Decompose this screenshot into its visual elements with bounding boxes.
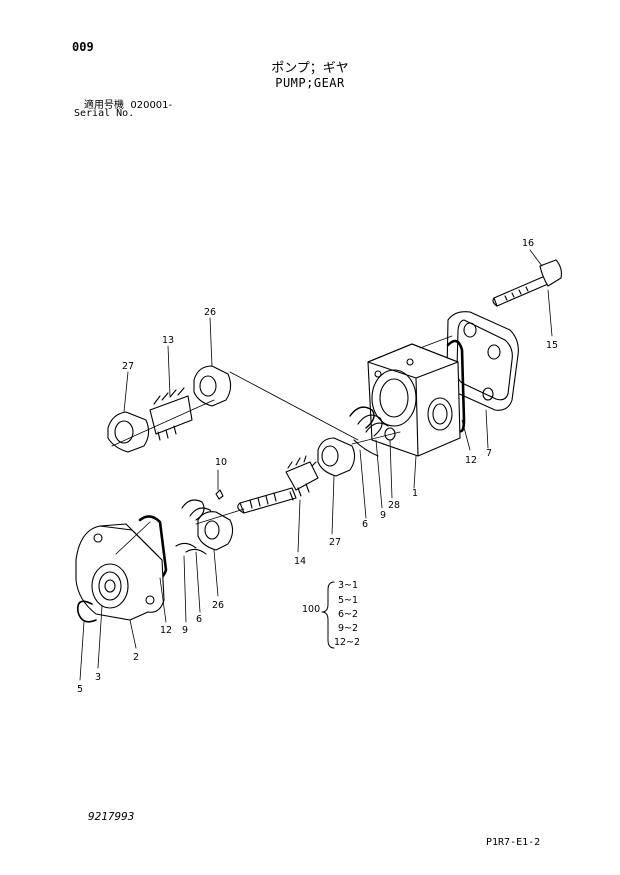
callout-15: 15 (546, 340, 559, 351)
bushing-left[interactable] (197, 511, 234, 551)
pin-part[interactable] (215, 489, 224, 500)
assembly-lines (111, 335, 453, 555)
callout-27-upper: 27 (122, 361, 135, 372)
page-title-japanese: ポンプ；ギヤ (271, 61, 349, 76)
callout-9-left: 9 (182, 625, 189, 636)
callout-12-rear: 12 (465, 455, 478, 466)
callout-9-right: 9 (380, 510, 387, 521)
serial-label-japanese: 適用号機 020001- (84, 96, 172, 111)
bushing-right[interactable] (317, 437, 356, 477)
kit-number: 100 (302, 604, 321, 615)
callout-26-lower: 26 (212, 600, 225, 611)
callout-16: 16 (522, 238, 535, 249)
callout-5: 5 (77, 684, 84, 695)
sheet-code: P1R7-E1-2 (486, 837, 541, 848)
callout-27-right: 27 (329, 537, 342, 548)
callout-6-left: 6 (196, 614, 203, 625)
bushing-upper[interactable] (193, 365, 232, 407)
kit-item: 3~1 (338, 580, 359, 591)
page-title: PUMP;GEAR (275, 76, 345, 90)
kit-item: 12~2 (334, 637, 361, 648)
callout-28: 28 (388, 500, 401, 511)
pump-body-part[interactable] (367, 343, 461, 457)
drawing-number: 9217993 (88, 810, 135, 823)
callout-1: 1 (412, 488, 419, 499)
snap-ring-part[interactable] (76, 600, 97, 623)
serial-value: 020001- (130, 100, 173, 111)
callout-12-front: 12 (160, 625, 173, 636)
leader-lines (79, 249, 553, 681)
kit-item: 5~1 (338, 595, 359, 606)
kit-item: 9~2 (338, 623, 359, 634)
callout-7: 7 (486, 448, 493, 459)
seal-ring-rear[interactable] (446, 339, 466, 433)
serial-label-jp-text: 適用号機 (84, 100, 124, 111)
drive-gear-shaft-part[interactable] (237, 455, 319, 514)
callout-26-upper: 26 (204, 307, 217, 318)
front-cover-part[interactable] (75, 523, 165, 621)
driven-gear-part[interactable] (149, 387, 193, 441)
callout-6-right: 6 (362, 519, 369, 530)
callout-10: 10 (215, 457, 228, 468)
kit-item: 6~2 (338, 609, 359, 620)
bolt-part[interactable] (492, 259, 562, 307)
kit-brace (321, 581, 335, 649)
callout-3: 3 (95, 672, 102, 683)
serial-label: Serial No. (74, 108, 135, 119)
backup-plates-right[interactable] (349, 406, 396, 457)
callout-13: 13 (162, 335, 175, 346)
callout-2: 2 (133, 652, 140, 663)
page-number: 009 (72, 40, 94, 54)
bushing-upper-left[interactable] (107, 411, 150, 453)
callout-14: 14 (294, 556, 307, 567)
